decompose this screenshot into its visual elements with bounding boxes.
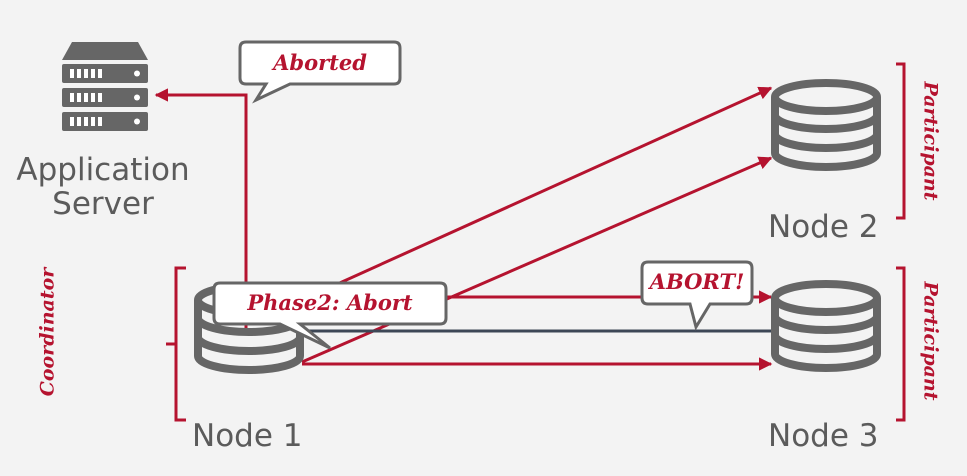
callout-phase2-bubble <box>212 281 448 350</box>
server-icon <box>62 42 148 131</box>
response-arrow <box>154 88 248 330</box>
callout-aborted-bubble <box>238 40 402 104</box>
callout-phase2-text: Phase2: Abort <box>247 290 413 315</box>
node1-label: Node 1 <box>192 418 303 454</box>
callout-aborted-text: Aborted <box>273 50 367 75</box>
coordinator-label: Coordinator <box>36 267 59 397</box>
participant-label-top: Participant <box>919 81 942 201</box>
app-server-line2: Server <box>52 186 154 222</box>
callout-abort-text: ABORT! <box>649 269 745 294</box>
coordinator-bracket <box>166 266 186 422</box>
participant-bracket-top <box>896 62 906 220</box>
arrow-node1-to-node2-b <box>301 156 773 364</box>
node3-label: Node 3 <box>768 418 879 454</box>
database-icon-node2 <box>775 83 877 167</box>
participant-bracket-bottom <box>896 266 906 422</box>
arrow-node1-to-node2-a <box>301 86 773 302</box>
app-server-label: Application Server <box>12 153 194 221</box>
callout-abort-bubble <box>640 260 754 331</box>
app-server-line1: Application <box>16 152 190 188</box>
database-icon-node3 <box>775 284 877 368</box>
participant-label-bottom: Participant <box>919 281 942 401</box>
node2-label: Node 2 <box>768 209 879 245</box>
